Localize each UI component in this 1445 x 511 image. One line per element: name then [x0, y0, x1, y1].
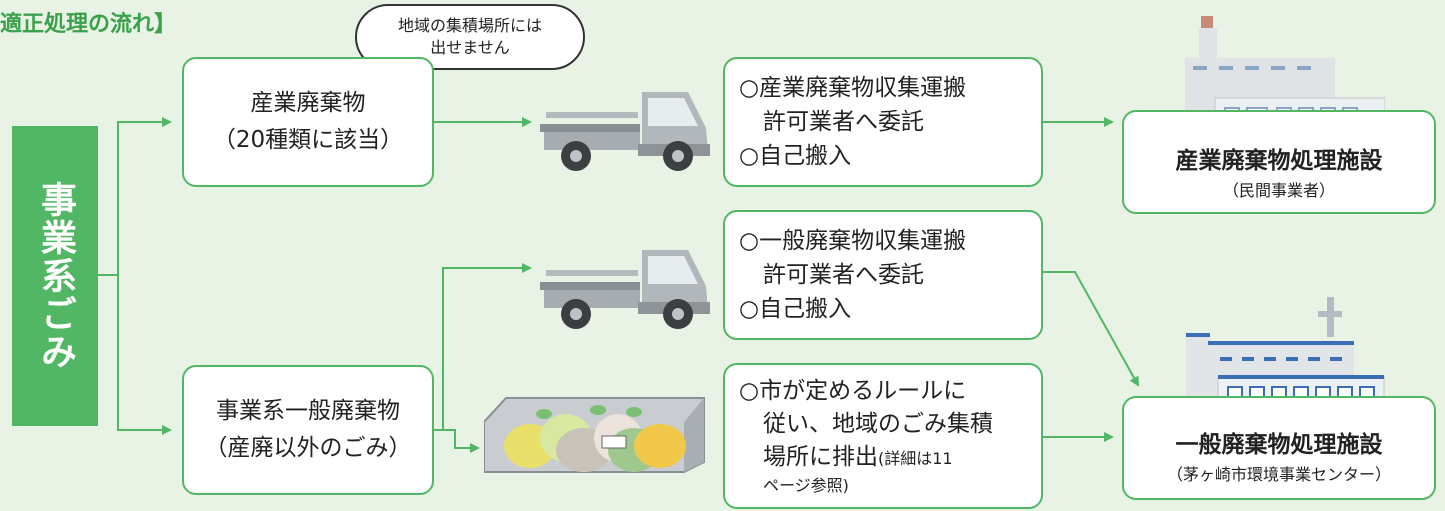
arrow-general-to-truck	[442, 263, 532, 430]
speech-bubble-line2: 出せません	[430, 38, 510, 57]
general-transport-line3: ○自己搬入	[739, 296, 852, 322]
general-waste-title: 事業系一般廃棄物	[216, 398, 400, 424]
industrial-transport-line3: ○自己搬入	[739, 143, 852, 169]
industrial-transport-box: ○産業廃棄物収集運搬 許可業者へ委託 ○自己搬入	[723, 57, 1043, 187]
business-waste-label: 事業系ごみ	[12, 126, 98, 426]
collection-point-line3: 場所に排出(詳細は11	[725, 441, 1041, 475]
truck-icon-2	[540, 250, 710, 329]
arrow-general-to-bags	[433, 429, 480, 453]
collection-point-line4: ページ参照)	[763, 476, 849, 495]
business-waste-label-text: 事業系ごみ	[35, 181, 76, 371]
general-factory-icon	[1186, 297, 1385, 405]
industrial-facility-name: 産業廃棄物処理施設	[1175, 148, 1383, 174]
collection-point-box: ○市が定めるルールに 従い、地域のごみ集積 場所に排出(詳細は11 ページ参照)	[723, 363, 1043, 509]
collection-point-line1: ○市が定めるルールに	[739, 378, 967, 404]
general-facility-box: 一般廃棄物処理施設 （茅ヶ崎市環境事業センター）	[1122, 396, 1436, 500]
industrial-facility-box: 産業廃棄物処理施設 （民間事業者）	[1122, 110, 1436, 214]
arrow-general-to-facility	[1043, 271, 1139, 387]
general-waste-box: 事業系一般廃棄物 （産廃以外のごみ）	[182, 365, 434, 495]
garbage-bags-icon	[484, 397, 705, 473]
industrial-waste-sub: （20種類に該当）	[212, 127, 404, 153]
speech-bubble: 地域の集積場所には 出せません	[355, 4, 585, 70]
industrial-transport-line1: ○産業廃棄物収集運搬	[739, 75, 967, 101]
speech-bubble-line1: 地域の集積場所には	[397, 16, 542, 35]
general-facility-name: 一般廃棄物処理施設	[1175, 432, 1383, 458]
general-facility-sub: （茅ヶ崎市環境事業センター）	[1166, 465, 1391, 484]
arrow-to-industrial	[98, 117, 172, 276]
general-transport-box: ○一般廃棄物収集運搬 許可業者へ委託 ○自己搬入	[723, 210, 1043, 340]
page-title: 適正処理の流れ】	[0, 12, 177, 37]
truck-icon	[540, 92, 710, 171]
industrial-transport-line2: 許可業者へ委託	[763, 109, 924, 135]
arrow-to-general	[117, 275, 172, 435]
industrial-waste-title: 産業廃棄物	[250, 90, 366, 116]
collection-point-line3-note: (詳細は11	[878, 449, 953, 468]
general-transport-line2: 許可業者へ委託	[763, 262, 924, 288]
industrial-waste-box: 産業廃棄物 （20種類に該当）	[182, 57, 434, 187]
general-transport-line1: ○一般廃棄物収集運搬	[739, 228, 967, 254]
collection-point-line2: 従い、地域のごみ集積	[763, 411, 993, 437]
industrial-facility-sub: （民間事業者）	[1222, 181, 1335, 200]
collection-point-line3-main: 場所に排出	[763, 444, 878, 470]
general-waste-sub: （産廃以外のごみ）	[204, 435, 412, 461]
